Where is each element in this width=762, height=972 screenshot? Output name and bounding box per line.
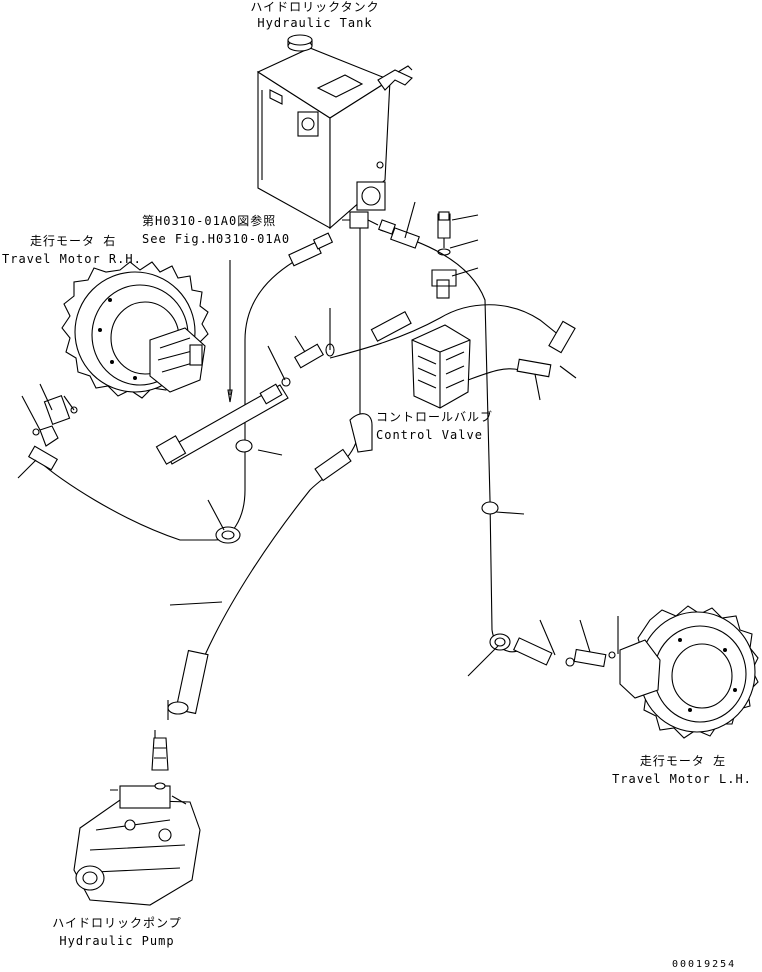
travel-motor-rh-label-en: Travel Motor R.H. [2, 252, 142, 266]
travel-motor-lh-label-en: Travel Motor L.H. [612, 772, 752, 786]
tank-label-jp: ハイドロリックタンク [250, 0, 380, 14]
travel-motor-lh [619, 605, 759, 739]
travel-motor-rh [61, 261, 209, 399]
travel-motor-lh-label-jp: 走行モータ 左 [639, 754, 727, 768]
leader-lines [17, 201, 619, 738]
hydraulic-pump-label-jp: ハイドロリックポンプ [52, 916, 182, 930]
drawing-number: 00019254 [672, 959, 737, 970]
control-valve-label-en: Control Valve [376, 428, 483, 442]
control-valve [411, 213, 471, 409]
tank-label-en: Hydraulic Tank [257, 16, 373, 30]
travel-motor-rh-label-jp: 走行モータ 右 [30, 234, 117, 248]
hose-fittings [27, 211, 616, 715]
control-valve-label-jp: コントロールバルブ [376, 410, 494, 424]
hose-lines [39, 228, 566, 656]
reference-label-en: See Fig.H0310-01A0 [142, 232, 291, 246]
hydraulic-tank [256, 34, 413, 230]
reference-label-jp: 第H0310-01A0図参照 [142, 214, 277, 228]
hydraulic-pump [73, 737, 201, 906]
hydraulic-pump-label-en: Hydraulic Pump [59, 934, 175, 948]
